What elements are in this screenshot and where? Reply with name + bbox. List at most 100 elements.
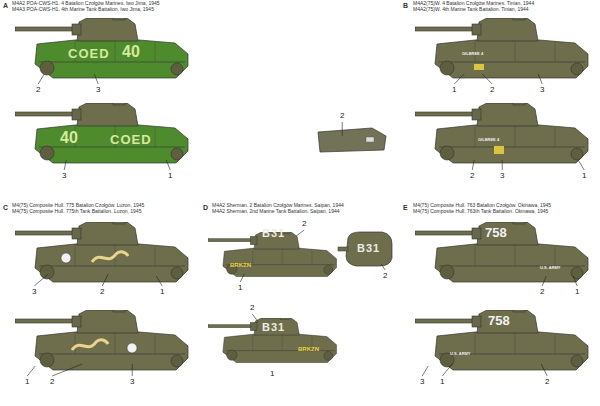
callout-number: 2 (100, 288, 104, 296)
leader-line (454, 74, 464, 84)
callout-number: 1 (440, 378, 444, 386)
leader-line (34, 274, 48, 286)
caption-line: M4A2 Sherman. 2 Batalion Czołgów Marines… (212, 203, 344, 208)
marking-text: BRKZN (298, 346, 319, 352)
callout-number: 3 (500, 172, 504, 180)
caption-line: M4A3 POA-CWS-H1. 4th Marine Tank Battali… (12, 7, 154, 12)
leader-line (156, 276, 162, 286)
leader-line (38, 74, 44, 84)
marking-number: 40 (122, 44, 140, 60)
callout-number: 2 (383, 272, 387, 280)
leader-line (573, 276, 577, 286)
callout-number: 1 (168, 172, 172, 180)
leader-line (472, 160, 474, 170)
callout-number: 2 (302, 220, 306, 228)
leader-line (442, 364, 452, 376)
tank-side (208, 317, 336, 362)
leader-line (578, 160, 584, 170)
caption-line: M4A2(75)W. 4 Batalion Czołgów Marines. T… (413, 1, 534, 6)
marking-text: COED (110, 133, 152, 146)
marking-text: B31 (262, 322, 285, 333)
callout-number: 3 (130, 378, 134, 386)
callout-number: 1 (582, 172, 586, 180)
caption-line: M4(75) Composite Hull. 775 Batalion Czoł… (12, 203, 144, 208)
panel-letter: B (403, 2, 408, 9)
leader-line (538, 74, 542, 84)
marking-number: 758 (485, 226, 507, 239)
leader-line (102, 274, 108, 286)
callout-number: 2 (490, 86, 494, 94)
callout-number: 1 (238, 284, 242, 292)
callout-number: 2 (540, 288, 544, 296)
turret-top (346, 232, 392, 266)
leader-line (542, 276, 546, 286)
callout-number: 2 (250, 304, 254, 312)
leader-line (27, 366, 35, 376)
marking-number: 40 (60, 130, 78, 146)
marking-text: GILBREE 4 (478, 138, 499, 142)
caption-line: M4(75) Composite Hull. 763th Tank Battal… (413, 209, 548, 214)
callout-number: 3 (540, 86, 544, 94)
snake-decal (72, 340, 108, 350)
marking-text: U.S. ARMY (540, 266, 561, 270)
leader-line (502, 160, 503, 170)
callout-number: 2 (340, 112, 344, 120)
callout-number: 1 (25, 378, 29, 386)
panel-letter: D (203, 204, 208, 211)
gun-stub (338, 247, 348, 251)
leader-line (64, 160, 66, 170)
callout-number: 3 (32, 288, 36, 296)
skull-decal (127, 343, 137, 353)
callout-number: 1 (452, 86, 456, 94)
tank-side (15, 221, 188, 282)
tank-side (15, 309, 188, 370)
decal-mark (474, 64, 484, 70)
leader-line (166, 160, 170, 170)
callout-number: 3 (96, 86, 100, 94)
marking-text: GILBREE 4 (462, 52, 483, 56)
tank-side (415, 102, 588, 163)
leader-line (94, 74, 98, 84)
leader-line (342, 122, 343, 136)
tank-side (415, 17, 588, 78)
callout-number: 1 (575, 288, 579, 296)
caption-line: M4(75) Composite Hull. 763 Batalion Czoł… (413, 203, 551, 208)
tank-side (15, 17, 188, 78)
tank-side (415, 309, 588, 370)
leader-line (52, 364, 82, 376)
callout-number: 3 (62, 172, 66, 180)
panel-letter: A (3, 2, 8, 9)
callout-number: 2 (50, 378, 54, 386)
caption-line: M4(75) Composite Hull. 775th Tank Battal… (12, 209, 141, 214)
caption-line: M4A2(75)W. 4th Marine Tank Battalion. Ti… (413, 7, 529, 12)
leader-line (240, 274, 244, 282)
caption-line: M4A2 Sherman. 2nd Marine Tank Battalion.… (212, 209, 340, 214)
skull-decal (61, 253, 71, 263)
hull-plate (318, 128, 386, 152)
callout-number: 2 (470, 172, 474, 180)
caption-line: M4A2 POA-CWS-H1. 4 Batalion Czołgów Mari… (12, 1, 160, 6)
callout-number: 2 (545, 378, 549, 386)
callout-number: 2 (36, 86, 40, 94)
marking-text: BRKZN (230, 262, 251, 268)
leader-line (252, 314, 258, 322)
leader-line (422, 366, 428, 376)
callout-number: 3 (420, 378, 424, 386)
panel-letter: C (3, 204, 8, 211)
marking-text: U.S. ARMY (450, 352, 471, 356)
decal-mark (494, 146, 504, 154)
marking-text: B31 (357, 243, 380, 254)
marking-text: COED (68, 47, 110, 60)
leader-line (541, 364, 547, 376)
decal-mark (366, 137, 374, 142)
leader-line (296, 230, 304, 236)
leader-line (381, 264, 385, 270)
marking-number: 758 (488, 314, 510, 327)
callout-number: 1 (160, 288, 164, 296)
marking-text: B31 (262, 228, 285, 239)
leader-line (132, 364, 133, 376)
tank-side (415, 221, 588, 282)
leader-line (482, 74, 492, 84)
panel-letter: E (403, 204, 408, 211)
snake-decal (92, 252, 128, 262)
